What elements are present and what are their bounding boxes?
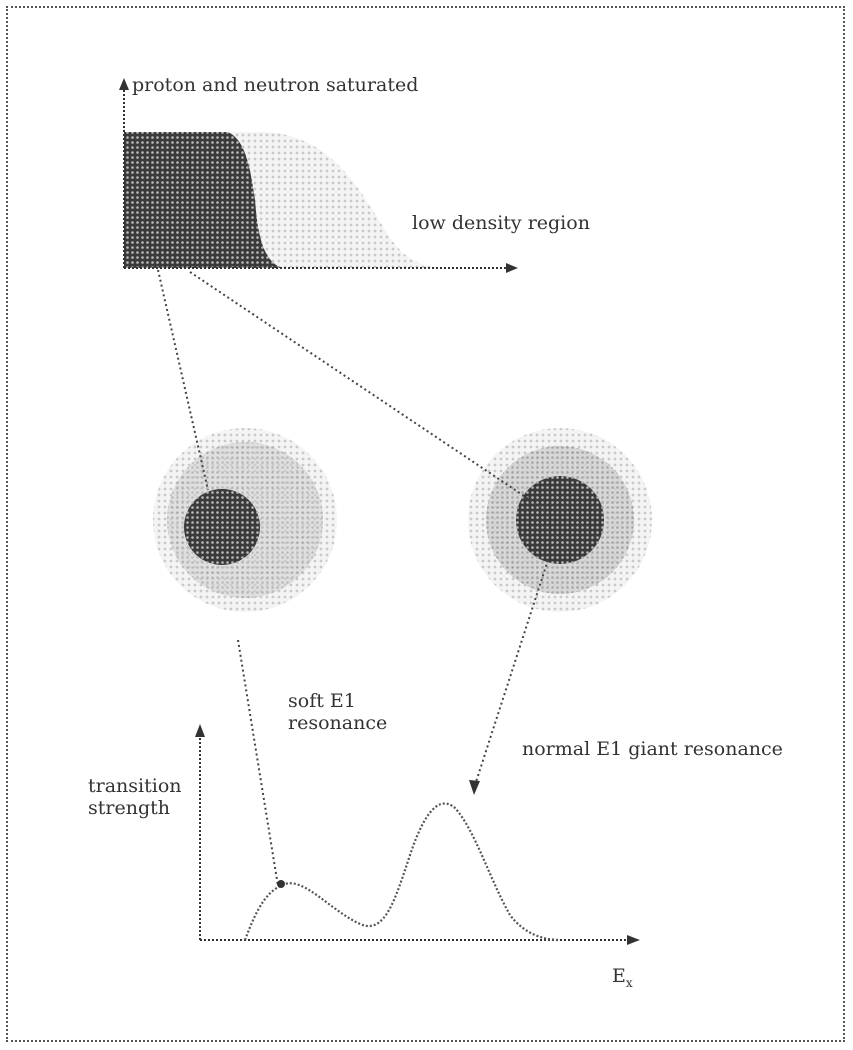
transition-strength-label: transition strength (88, 775, 182, 819)
ex-symbol: E (612, 965, 626, 987)
strength-y-arrow (195, 724, 205, 737)
y-axis-top-label-line1: proton and neutron saturated (132, 74, 419, 96)
right-connector-arrow (469, 780, 480, 795)
strength-plot (195, 724, 640, 945)
ex-subscript: x (625, 975, 633, 990)
connector-profile-to-right (189, 271, 546, 511)
strength-curve (243, 802, 561, 942)
right-nucleus (468, 428, 652, 612)
density-profile (119, 78, 518, 273)
density-y-arrow (119, 78, 129, 90)
soft-e1-label: soft E1 resonance (288, 690, 388, 734)
density-x-arrow (506, 263, 518, 273)
soft-peak-marker (277, 880, 285, 888)
left-nucleus (153, 428, 337, 612)
density-inner-region (124, 132, 282, 268)
connector-left-to-peak (237, 639, 279, 887)
normal-e1-label: normal E1 giant resonance (522, 738, 783, 760)
strength-x-arrow (627, 935, 640, 945)
low-density-label: low density region (412, 212, 590, 234)
ex-label: Ex (612, 965, 633, 994)
connectors (157, 269, 549, 887)
